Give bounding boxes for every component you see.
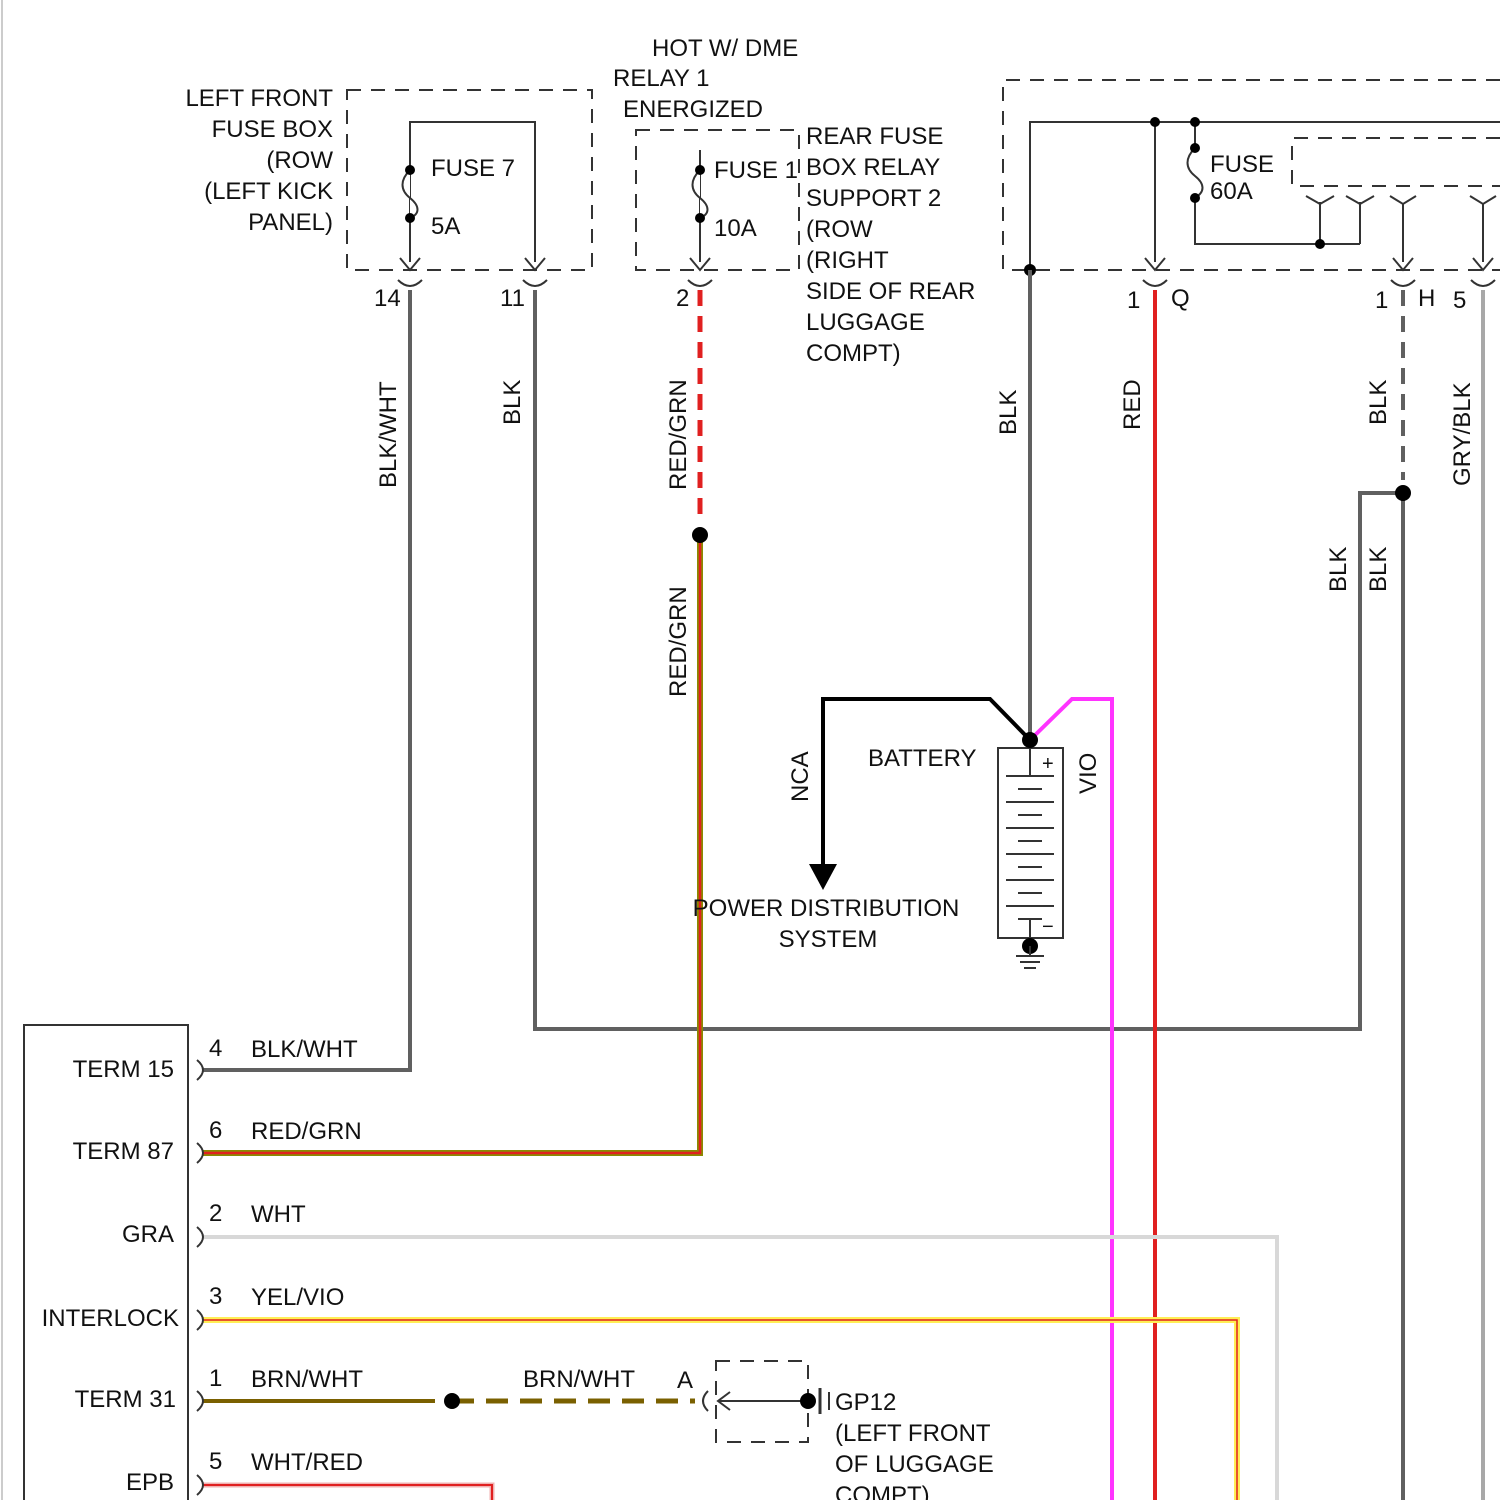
fuse-1-terminal-top (695, 165, 705, 175)
ground-stud (800, 1393, 816, 1409)
module-row-wire: WHT (251, 1201, 306, 1228)
battery-positive-post (1022, 732, 1038, 748)
label-blk-h: BLK (1365, 380, 1392, 425)
fuse-60a-rating: 60A (1210, 178, 1253, 205)
brn-wht-splice (444, 1393, 460, 1409)
module-row-pin: 4 (209, 1035, 222, 1062)
battery-plus-sign: + (1042, 753, 1054, 775)
module-row-name: TERM 31 (75, 1386, 176, 1413)
battery-label: BATTERY (868, 745, 976, 772)
fuse-60a-terminal-bottom (1190, 193, 1200, 203)
hot-note-3: ENERGIZED (623, 96, 763, 123)
module-row-pin: 6 (209, 1117, 222, 1144)
ground-label-2: (LEFT FRONT (835, 1420, 991, 1447)
module-row-wire: RED/GRN (251, 1118, 362, 1145)
rear-fuse-box-label-7: LUGGAGE (806, 309, 925, 336)
ground-label-4: COMPT) (835, 1482, 930, 1500)
pin-q-label: Q (1171, 285, 1190, 312)
pin-14-label: 14 (374, 285, 401, 312)
left-fuse-box-label-2: FUSE BOX (212, 116, 333, 143)
label-red: RED (1119, 379, 1146, 430)
pin-11-label: 11 (500, 285, 525, 312)
label-nca: NCA (787, 751, 814, 802)
inner-junction (1315, 239, 1325, 249)
ground-label-1: GP12 (835, 1389, 896, 1416)
module-row-name: INTERLOCK (42, 1305, 179, 1332)
pin-2-label: 2 (676, 285, 689, 312)
pin-1-h-label: 1 (1375, 287, 1388, 314)
fuse-1-terminal-bottom (695, 213, 705, 223)
power-distribution-line-1: POWER DISTRIBUTION (693, 895, 960, 922)
label-gry-blk: GRY/BLK (1449, 382, 1476, 486)
module-row-name: GRA (122, 1221, 174, 1248)
hot-note-2: RELAY 1 (613, 65, 710, 92)
module-row-name: TERM 87 (73, 1138, 174, 1165)
rear-fuse-box-label-3: SUPPORT 2 (806, 185, 941, 212)
fuse-7-terminal-top (405, 165, 415, 175)
fuse-7-terminal-bottom (405, 213, 415, 223)
fuse-60a-terminal-top (1190, 143, 1200, 153)
busbar-junction-1 (1150, 117, 1160, 127)
left-fuse-box-label-1: LEFT FRONT (185, 85, 333, 112)
module-row-wire: WHT/RED (251, 1449, 363, 1476)
rear-fuse-box-label-1: REAR FUSE (806, 123, 943, 150)
module-row-pin: 2 (209, 1200, 222, 1227)
module-row-wire: BLK/WHT (251, 1036, 358, 1063)
label-blk-battery: BLK (995, 390, 1022, 435)
pin-1-q-label: 1 (1127, 287, 1140, 314)
left-fuse-box-label-4: (LEFT KICK (204, 178, 333, 205)
ground-wire-label: BRN/WHT (523, 1366, 635, 1393)
label-red-grn-lower: RED/GRN (665, 586, 692, 697)
label-red-grn-upper: RED/GRN (665, 379, 692, 490)
label-blk-11: BLK (499, 380, 526, 425)
left-fuse-box-label-3: (ROW (266, 147, 333, 174)
label-blk-left-branch: BLK (1325, 547, 1352, 592)
module-row-pin: 1 (209, 1365, 222, 1392)
rear-fuse-box-label-8: COMPT) (806, 340, 901, 367)
blk-splice (1395, 485, 1411, 501)
fuse-7-rating: 5A (431, 213, 460, 240)
battery-minus-sign: − (1042, 916, 1054, 938)
module-row-wire: YEL/VIO (251, 1284, 344, 1311)
label-blk-wht: BLK/WHT (375, 381, 402, 488)
left-fuse-box-label-5: PANEL) (248, 209, 333, 236)
rear-fuse-box-label-4: (ROW (806, 216, 873, 243)
red-grn-splice (692, 527, 708, 543)
rear-fuse-box-label-6: SIDE OF REAR (806, 278, 975, 305)
ground-label-3: OF LUGGAGE (835, 1451, 994, 1478)
fuse-1-rating: 10A (714, 215, 757, 242)
module-row-pin: 3 (209, 1283, 222, 1310)
label-vio: VIO (1075, 753, 1102, 794)
fuse-1-name: FUSE 1 (714, 157, 798, 184)
pin-5-label: 5 (1453, 287, 1466, 314)
rear-fuse-box-label-2: BOX RELAY (806, 154, 940, 181)
label-blk-right-branch: BLK (1365, 547, 1392, 592)
power-distribution-line-2: SYSTEM (779, 926, 878, 953)
module-row-wire: BRN/WHT (251, 1366, 363, 1393)
busbar-junction-2 (1190, 117, 1200, 127)
module-row-name: EPB (126, 1469, 174, 1496)
hot-note-1: HOT W/ DME (652, 35, 798, 62)
ground-pin-label: A (677, 1367, 693, 1394)
fuse-60a-name: FUSE (1210, 151, 1274, 178)
module-row-name: TERM 15 (73, 1056, 174, 1083)
module-row-pin: 5 (209, 1448, 222, 1475)
rear-fuse-box-label-5: (RIGHT (806, 247, 889, 274)
pin-h-label: H (1418, 285, 1435, 312)
fuse-7-name: FUSE 7 (431, 155, 515, 182)
